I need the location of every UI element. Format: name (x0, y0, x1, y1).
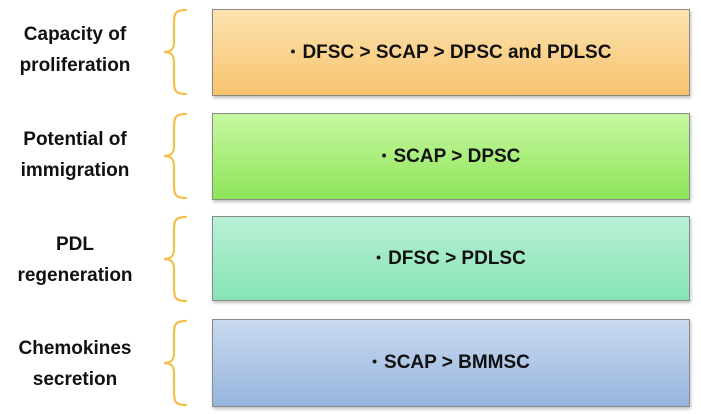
row-label-line1: PDL (56, 234, 94, 255)
row-label-line1: Chemokines (18, 338, 132, 359)
row-label: PDL regeneration (0, 226, 150, 294)
row-label-line1: Capacity of (23, 24, 127, 45)
bullet: • (290, 42, 296, 59)
curly-brace-icon (163, 215, 188, 303)
row-label: Chemokines secretion (0, 330, 150, 398)
bullet: • (381, 146, 387, 163)
curly-brace-icon (163, 319, 188, 407)
row-label-line1: Potential of (23, 129, 127, 150)
curly-brace-icon (163, 8, 188, 96)
bullet: • (376, 248, 382, 265)
row-label-line2: proliferation (19, 55, 131, 76)
row-label-line2: regeneration (17, 265, 133, 286)
bullet: • (372, 353, 378, 369)
comparison-box: • SCAP > DPSC (212, 113, 690, 200)
comparison-box: • DFSC > PDLSC (212, 216, 690, 301)
comparison-text: DFSC > PDLSC (388, 247, 526, 269)
curly-brace-icon (163, 112, 188, 200)
comparison-box: • DFSC > SCAP > DPSC and PDLSC (212, 9, 690, 96)
row-label-line2: immigration (20, 160, 130, 181)
comparison-box: • SCAP > BMMSC (212, 319, 690, 407)
comparison-text: SCAP > DPSC (393, 145, 521, 167)
row-label-line2: secretion (32, 369, 118, 390)
row-label: Capacity of proliferation (0, 16, 150, 84)
comparison-text: DFSC > SCAP > DPSC and PDLSC (302, 41, 612, 63)
row-label: Potential of immigration (0, 121, 150, 189)
comparison-text: SCAP > BMMSC (384, 352, 530, 373)
